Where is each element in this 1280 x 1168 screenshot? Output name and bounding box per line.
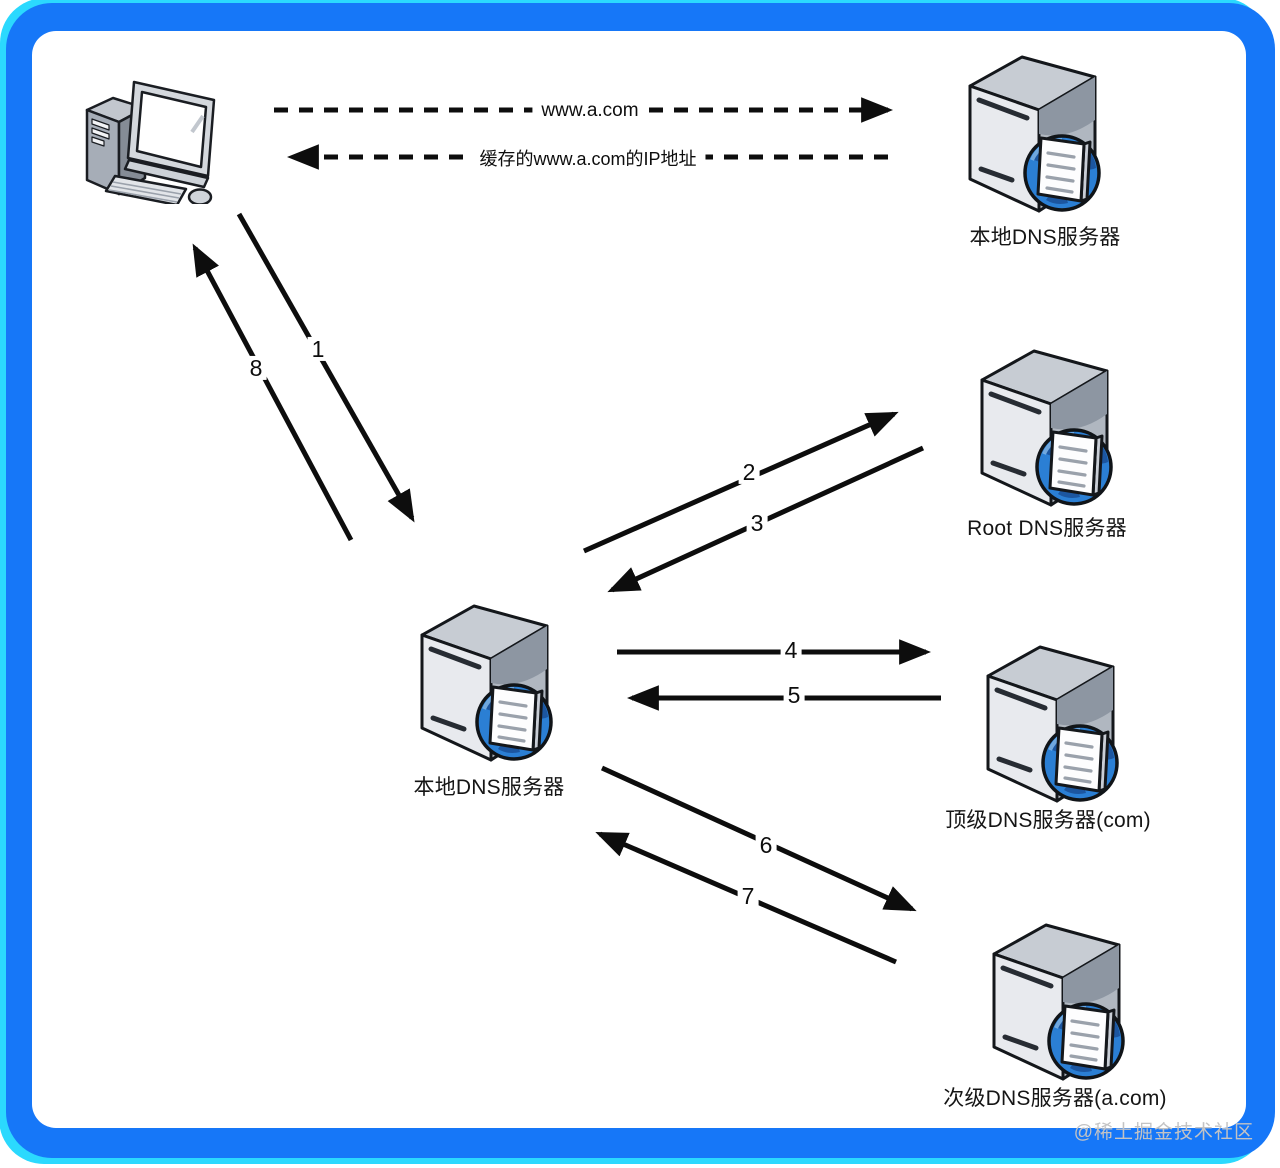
client-computer-icon [85,80,216,204]
step-2-label: 2 [738,460,760,484]
local-dns-cache-server-icon [970,57,1099,211]
step-8-label: 8 [245,356,267,380]
step-5-label: 5 [783,683,805,707]
secondary-dns-server-icon [994,925,1123,1079]
step-3-arrow [607,445,925,593]
step-1-arrow [236,212,415,523]
step-6-label: 6 [755,833,777,857]
tld-dns-label: 顶级DNS服务器(com) [945,809,1151,832]
watermark: @稀土掘金技术社区 [1073,1122,1254,1143]
root-dns-server-icon [982,351,1111,505]
local-dns-label: 本地DNS服务器 [413,776,565,799]
local-dns-cache-label: 本地DNS服务器 [969,226,1121,249]
root-dns-label: Root DNS服务器 [967,517,1127,540]
step-7-label: 7 [737,884,759,908]
tld-dns-server-icon [988,647,1117,801]
step-4-label: 4 [780,638,802,662]
query-message-label: www.a.com [532,99,648,123]
step-1-label: 1 [307,337,329,361]
step-3-label: 3 [746,511,768,535]
response-message-label: 缓存的www.a.com的IP地址 [470,144,706,172]
local-dns-server-icon [422,606,551,760]
step-8-arrow [192,243,354,542]
secondary-dns-label: 次级DNS服务器(a.com) [943,1087,1167,1110]
